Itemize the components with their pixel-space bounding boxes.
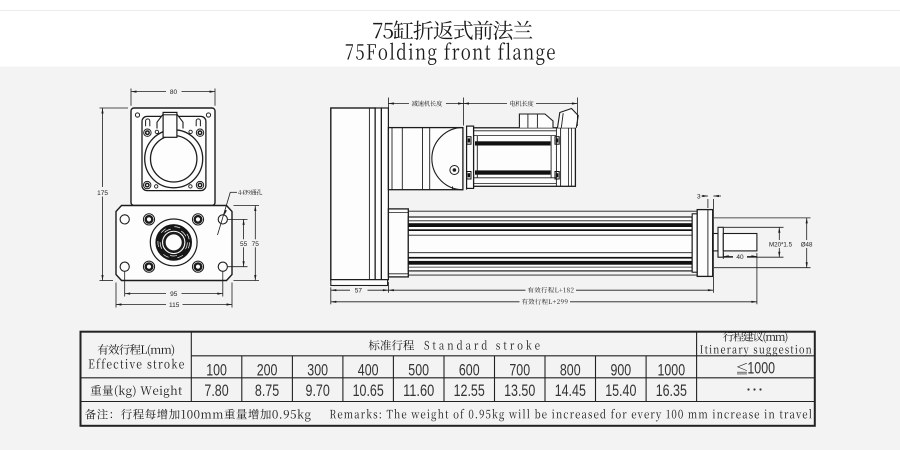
svg-text:7.80: 7.80	[204, 381, 228, 400]
svg-text:95: 95	[170, 291, 178, 298]
svg-text:300: 300	[307, 361, 328, 380]
svg-text:115: 115	[169, 302, 180, 309]
svg-text:500: 500	[408, 361, 429, 380]
svg-text:10.65: 10.65	[353, 381, 384, 400]
svg-text:175: 175	[97, 190, 108, 197]
svg-text:800: 800	[560, 361, 581, 380]
svg-text:16.35: 16.35	[656, 381, 687, 400]
svg-text:200: 200	[257, 361, 278, 380]
svg-text:100: 100	[206, 361, 227, 380]
svg-text:55: 55	[240, 241, 248, 248]
svg-text:1000: 1000	[747, 360, 775, 378]
svg-text:700: 700	[509, 361, 530, 380]
svg-text:8.75: 8.75	[255, 381, 279, 400]
svg-text:57: 57	[355, 288, 363, 295]
svg-text:400: 400	[358, 361, 379, 380]
svg-text:40: 40	[736, 254, 744, 261]
svg-text:14.45: 14.45	[555, 381, 586, 400]
svg-text:15.40: 15.40	[605, 381, 636, 400]
svg-text:3: 3	[697, 193, 701, 200]
svg-text:12.55: 12.55	[454, 381, 485, 400]
svg-text:13.50: 13.50	[504, 381, 535, 400]
svg-text:Ø48: Ø48	[801, 241, 813, 248]
svg-text:600: 600	[459, 361, 480, 380]
svg-text:11.60: 11.60	[403, 381, 434, 400]
svg-text:80: 80	[170, 89, 178, 96]
svg-text:1000: 1000	[658, 361, 686, 380]
svg-text:900: 900	[611, 361, 632, 380]
svg-text:9.70: 9.70	[306, 381, 330, 400]
svg-text:75: 75	[252, 241, 260, 248]
svg-text:M20*1.5: M20*1.5	[769, 241, 793, 248]
